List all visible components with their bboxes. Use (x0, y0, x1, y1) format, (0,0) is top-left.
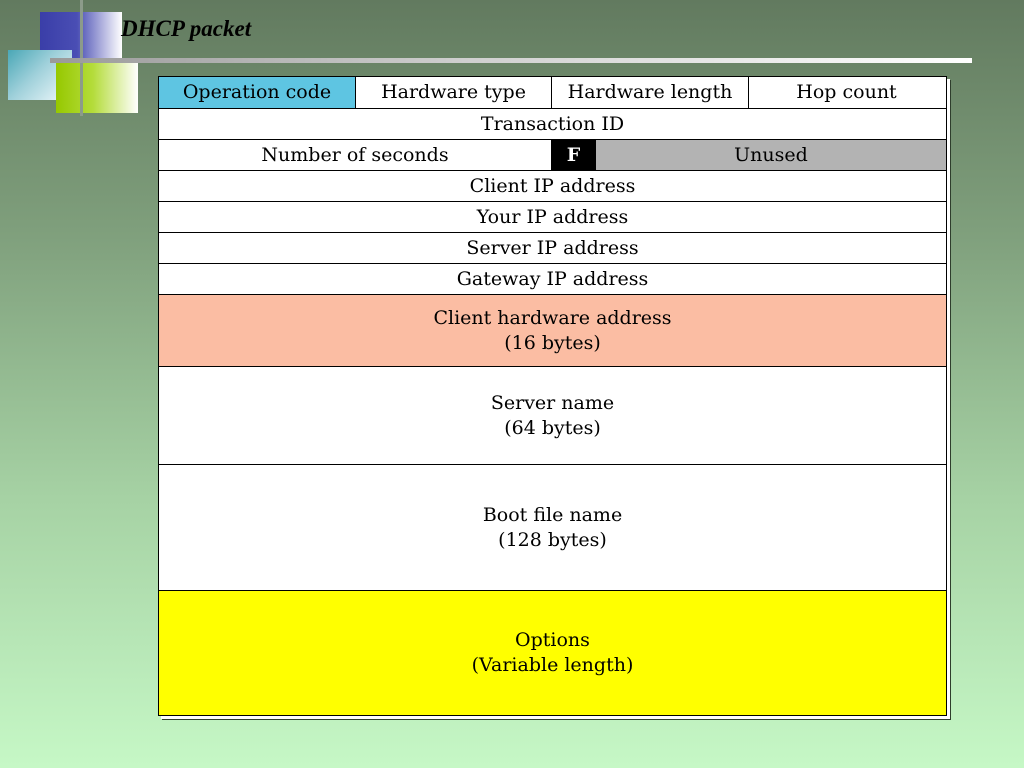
field-client-ip-address: Client IP address (469, 174, 636, 197)
field-server-name: Server name (64 bytes) (159, 367, 946, 464)
field-unused: Unused (595, 140, 946, 170)
field-number-of-seconds: Number of seconds (261, 143, 449, 166)
packet-row-seconds-flags: Number of seconds F Unused (159, 139, 946, 170)
field-hop-count: Hop count (748, 77, 944, 108)
field-operation-code: Operation code (159, 77, 355, 108)
field-hardware-type: Hardware type (355, 77, 551, 108)
field-client-hardware-name: Client hardware address (433, 306, 672, 329)
field-server-name-size: (64 bytes) (504, 416, 601, 439)
packet-row-server-ip: Server IP address (159, 232, 946, 263)
packet-row-header-fields: Operation code Hardware type Hardware le… (159, 77, 946, 108)
packet-row-client-hardware: Client hardware address (16 bytes) (159, 294, 946, 366)
packet-row-your-ip: Your IP address (159, 201, 946, 232)
decor-title-underline (50, 58, 972, 63)
packet-row-gateway-ip: Gateway IP address (159, 263, 946, 294)
field-options: Options (Variable length) (159, 591, 946, 715)
packet-row-client-ip: Client IP address (159, 170, 946, 201)
packet-row-server-name: Server name (64 bytes) (159, 366, 946, 464)
field-options-label: Options (515, 629, 590, 651)
packet-row-transaction-id: Transaction ID (159, 108, 946, 139)
field-flag: F (551, 140, 595, 170)
dhcp-packet-diagram: Operation code Hardware type Hardware le… (158, 76, 947, 716)
slide-title: DHCP packet (121, 16, 252, 41)
field-boot-file-name: Boot file name (128 bytes) (159, 465, 946, 590)
field-boot-file-label: Boot file name (482, 503, 623, 526)
field-hardware-length: Hardware length (551, 77, 748, 108)
field-client-hardware-size: (16 bytes) (504, 331, 601, 354)
packet-row-boot-file: Boot file name (128 bytes) (159, 464, 946, 590)
packet-row-options: Options (Variable length) (159, 590, 946, 715)
field-server-ip-address: Server IP address (466, 236, 639, 259)
field-options-size: (Variable length) (471, 654, 634, 676)
field-transaction-id: Transaction ID (480, 112, 625, 135)
field-gateway-ip-address: Gateway IP address (456, 267, 649, 290)
field-your-ip-address: Your IP address (476, 205, 629, 228)
field-client-hardware-address: Client hardware address (16 bytes) (159, 295, 946, 366)
decor-green-square (56, 62, 138, 113)
field-server-name-label: Server name (490, 391, 615, 414)
field-boot-file-size: (128 bytes) (498, 528, 607, 551)
